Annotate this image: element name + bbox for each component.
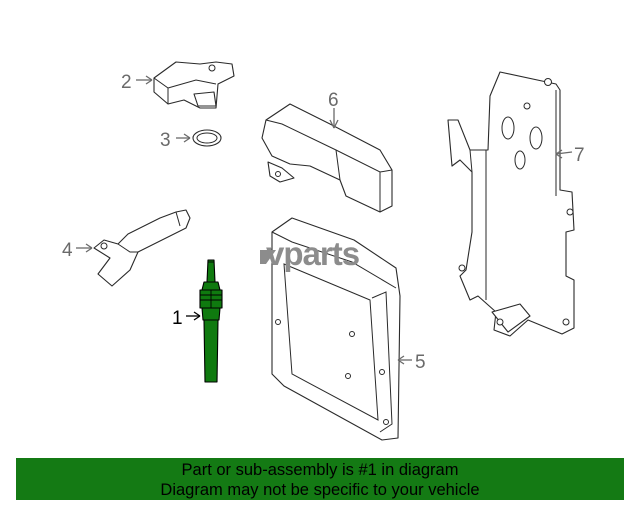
callout-1[interactable]: 1: [172, 308, 183, 329]
vparts-watermark-logo: vparts: [260, 235, 360, 272]
part-6-ecu-cover[interactable]: 6: [261, 90, 393, 213]
part-2-camshaft-sensor[interactable]: 2: [121, 61, 235, 109]
notice-banner: Part or sub-assembly is #1 in diagram Di…: [16, 458, 624, 500]
parts-diagram: 7 6 5 2: [62, 61, 585, 441]
watermark-text: vparts: [266, 235, 359, 272]
part-3-o-ring[interactable]: 3: [160, 129, 222, 151]
callout-2[interactable]: 2: [121, 72, 132, 93]
callout-4[interactable]: 4: [62, 240, 73, 261]
callout-5[interactable]: 5: [415, 352, 426, 373]
callout-6[interactable]: 6: [328, 90, 339, 111]
banner-line-2: Diagram may not be specific to your vehi…: [160, 481, 480, 499]
banner-line-1: Part or sub-assembly is #1 in diagram: [181, 461, 459, 479]
part-7-mounting-bracket[interactable]: 7: [447, 71, 585, 337]
part-4-crankshaft-sensor[interactable]: 4: [62, 209, 191, 287]
callout-7[interactable]: 7: [574, 145, 585, 166]
part-5-engine-control-module[interactable]: 5: [271, 217, 426, 441]
part-1-glow-plug[interactable]: 1: [172, 259, 223, 383]
callout-3[interactable]: 3: [160, 130, 171, 151]
